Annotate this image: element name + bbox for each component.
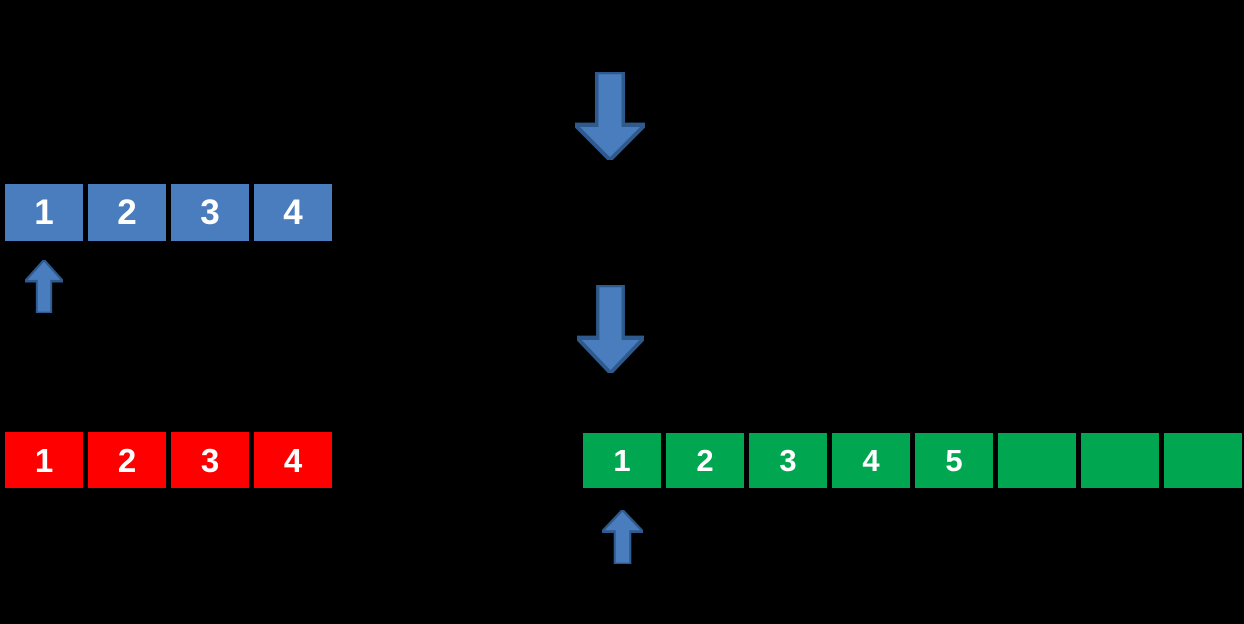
- down-arrow-middle: [577, 285, 644, 373]
- down-arrow-top-shape: [575, 72, 645, 160]
- green-array-cell[interactable]: [1081, 433, 1159, 488]
- green-array-cell[interactable]: 2: [666, 433, 744, 488]
- red-array-cell[interactable]: 4: [254, 432, 332, 488]
- red-array-cell[interactable]: 2: [88, 432, 166, 488]
- blue-array-cell[interactable]: 2: [88, 184, 166, 241]
- green-array-cell[interactable]: 1: [583, 433, 661, 488]
- red-array-cell[interactable]: 3: [171, 432, 249, 488]
- blue-array-cell[interactable]: 1: [5, 184, 83, 241]
- up-arrow-under-green-array: [602, 510, 643, 564]
- green-array-cell[interactable]: 5: [915, 433, 993, 488]
- red-array-cell[interactable]: 1: [5, 432, 83, 488]
- green-array-cell[interactable]: [998, 433, 1076, 488]
- up-arrow-under-green-array-shape: [602, 510, 643, 564]
- green-array-cell[interactable]: 3: [749, 433, 827, 488]
- blue-array-cell[interactable]: 3: [171, 184, 249, 241]
- down-arrow-top: [575, 72, 645, 160]
- down-arrow-middle-shape: [577, 285, 644, 373]
- blue-array-cell[interactable]: 4: [254, 184, 332, 241]
- green-array-cell[interactable]: [1164, 433, 1242, 488]
- up-arrow-under-blue-array-shape: [25, 260, 63, 313]
- green-array-cell[interactable]: 4: [832, 433, 910, 488]
- up-arrow-under-blue-array: [25, 260, 63, 313]
